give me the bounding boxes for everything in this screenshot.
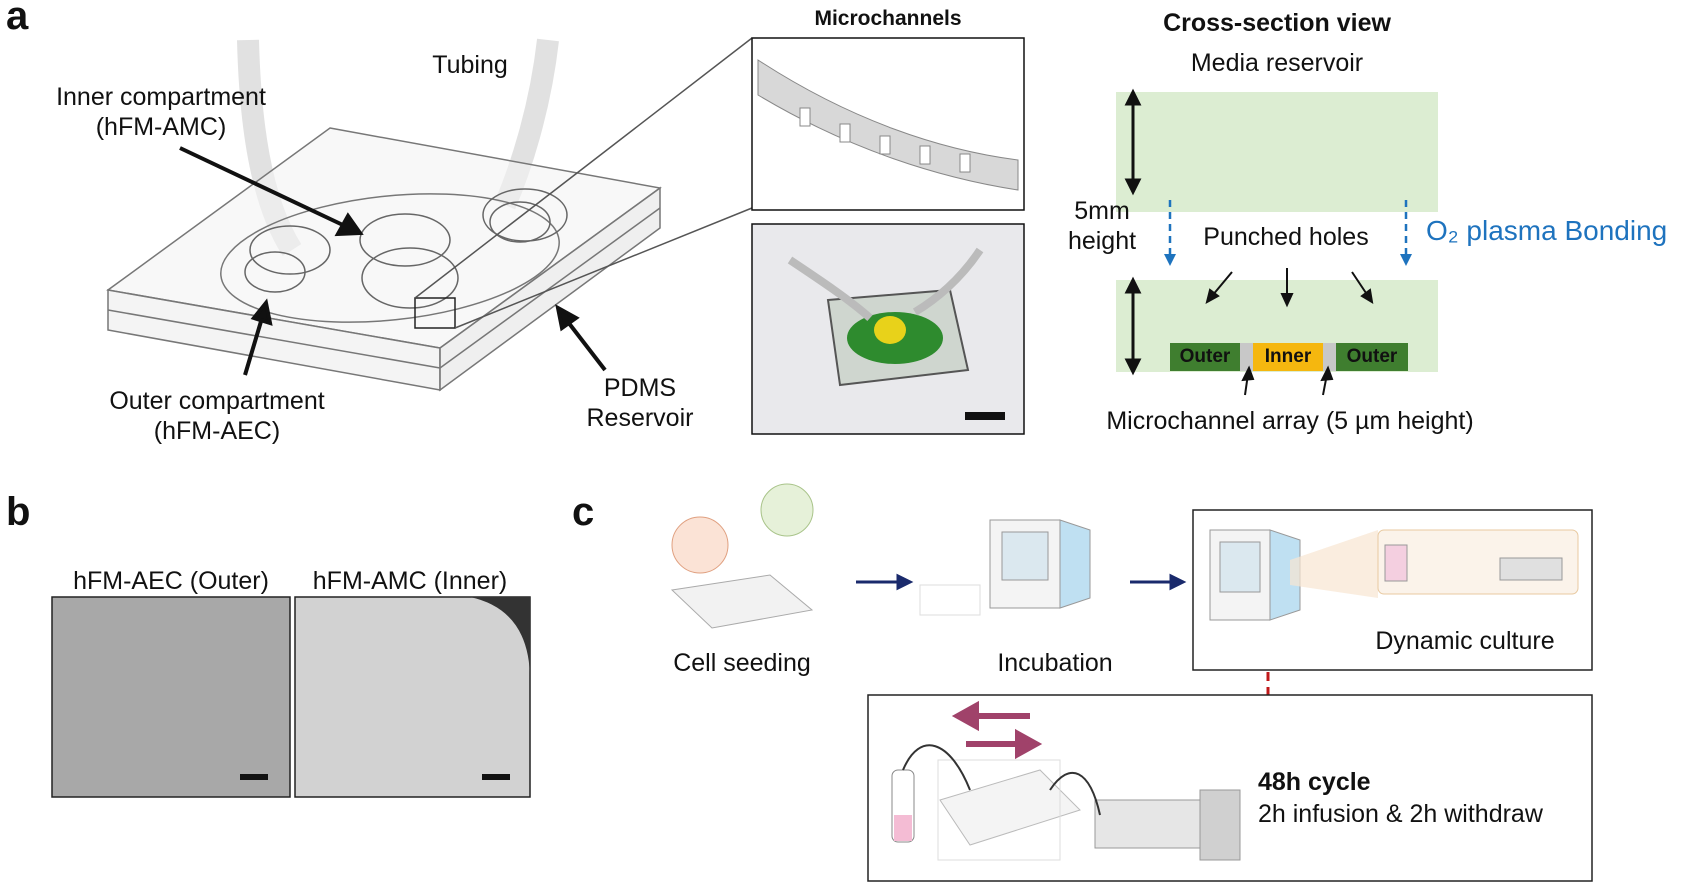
- cycle-description: 2h infusion & 2h withdraw: [1258, 800, 1543, 828]
- microchannels-zoom: [751, 37, 1025, 211]
- device-photo: [751, 223, 1025, 435]
- outer-right-label: Outer: [1346, 346, 1398, 367]
- media-reservoir-label: Media reservoir: [1190, 49, 1364, 77]
- panel-letter-a: a: [6, 0, 29, 38]
- tubing-label: Tubing: [432, 51, 508, 79]
- pdms-line1: PDMS: [603, 374, 677, 402]
- height-line1: 5mm: [1074, 197, 1130, 225]
- panel-letter-b: b: [6, 490, 31, 534]
- outer-left-label: Outer: [1179, 346, 1231, 367]
- inner-compartment-label: Inner compartment (hFM-AMC): [26, 82, 296, 142]
- outer-compartment-line2: (hFM-AEC): [153, 417, 281, 445]
- outer-compartment-line1: Outer compartment: [109, 387, 325, 415]
- height-label: 5mm height: [1062, 196, 1142, 256]
- cross-section-diagram: [1116, 88, 1438, 396]
- workflow-graphics: [670, 483, 1593, 882]
- inner-compartment-line2: (hFM-AMC): [95, 113, 227, 141]
- pdms-line2: Reservoir: [586, 404, 694, 432]
- punched-holes-label: Punched holes: [1203, 223, 1369, 251]
- panel-letter-c: c: [572, 490, 595, 534]
- micrographs: [51, 596, 531, 798]
- dynamic-culture-label: Dynamic culture: [1375, 627, 1555, 655]
- cross-section-title: Cross-section view: [1163, 9, 1391, 37]
- height-line2: height: [1067, 227, 1137, 255]
- bonding-label: O₂ plasma Bonding: [1426, 215, 1668, 246]
- outer-compartment-label: Outer compartment (hFM-AEC): [82, 386, 352, 446]
- annotation-arrows: [179, 146, 607, 376]
- pdms-reservoir-label: PDMS Reservoir: [570, 373, 710, 433]
- inner-compartment-line1: Inner compartment: [56, 83, 266, 111]
- microchannel-array-label: Microchannel array (5 µm height): [1106, 407, 1474, 435]
- cell-seeding-label: Cell seeding: [673, 649, 811, 677]
- microchannels-title: Microchannels: [814, 7, 962, 30]
- inner-label: Inner: [1264, 346, 1312, 367]
- outer-cells-label: hFM-AEC (Outer): [73, 567, 269, 595]
- device-illustration: [106, 37, 753, 392]
- cycle-title: 48h cycle: [1258, 768, 1371, 796]
- inner-cells-label: hFM-AMC (Inner): [312, 567, 508, 595]
- incubation-label: Incubation: [997, 649, 1113, 677]
